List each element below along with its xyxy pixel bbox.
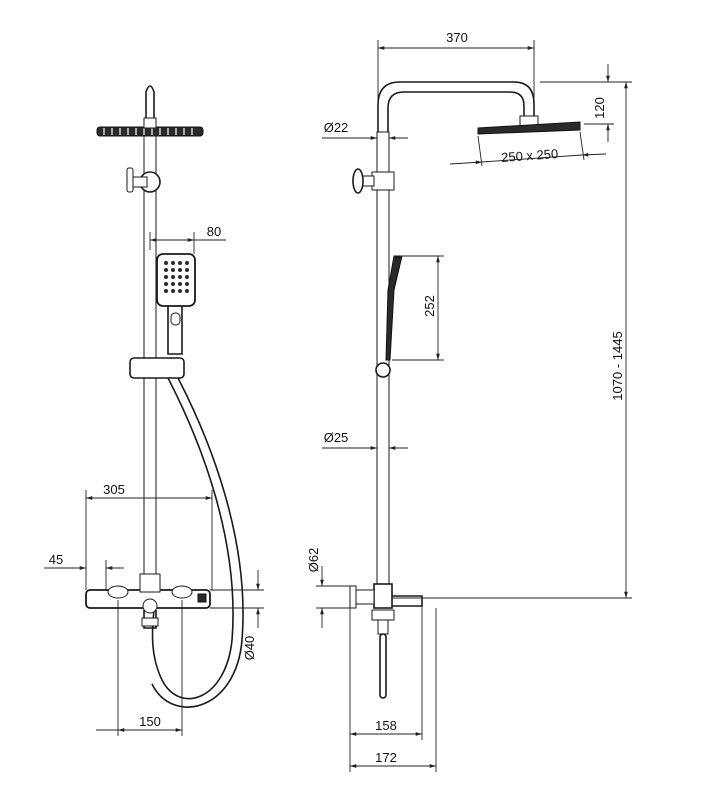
dimension-labels: 370 120 Ø22 250 x 250 80 252 1070 - 1445… [49,30,625,765]
side-view [349,81,581,699]
front-diverter-knob [126,167,161,193]
side-overhead-shower-head [477,115,581,135]
dimension-lines [44,40,632,772]
dim-45-label: 45 [49,552,63,567]
dim-370-label: 370 [446,30,468,45]
dim-305-label: 305 [103,482,125,497]
front-overhead-shower-head [96,117,204,137]
front-hand-shower [156,253,196,355]
front-slider-holder [129,357,185,379]
side-overhead-arm [377,81,535,132]
dim-250x250-label: 250 x 250 [501,146,559,165]
side-diverter-knob [352,168,395,194]
dim-150-label: 150 [139,714,161,729]
dim-172-label: 172 [375,750,397,765]
dim-120-label: 120 [592,97,607,119]
front-view [85,85,244,708]
dim-height-range-label: 1070 - 1445 [610,331,625,400]
dim-252-label: 252 [422,295,437,317]
dim-d62-label: Ø62 [306,548,321,573]
front-hose [151,377,234,700]
front-riser-top [145,85,155,118]
side-slider-knob [375,362,391,378]
dim-d40-label: Ø40 [242,636,257,661]
front-thermostat-mixer [85,573,211,629]
side-thermostat-mixer [349,583,423,699]
dim-d22-label: Ø22 [324,120,349,135]
dim-158-label: 158 [375,718,397,733]
dim-80-label: 80 [207,224,221,239]
dim-d25-label: Ø25 [324,430,349,445]
